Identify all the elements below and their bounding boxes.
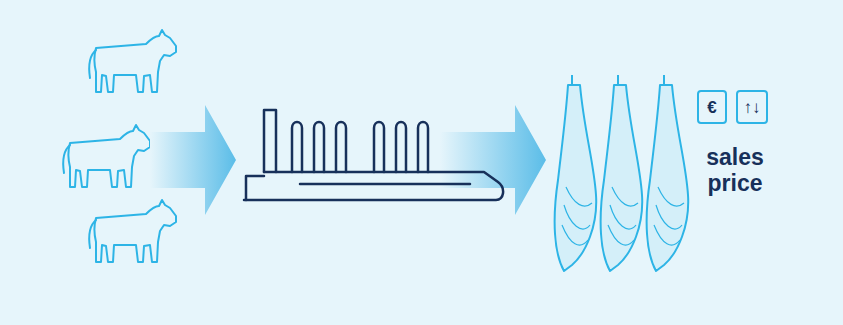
flow-arrow	[440, 105, 546, 215]
carcass-icon	[601, 75, 643, 271]
price-label: sales price	[697, 144, 773, 196]
flow-arrow	[150, 105, 236, 215]
carcass-icon	[647, 75, 689, 271]
cow-icon	[89, 30, 176, 92]
symbol-box: €	[697, 90, 727, 124]
cow-icon	[63, 125, 150, 187]
symbol-text: €	[707, 99, 716, 116]
symbol-box: ↑↓	[736, 90, 768, 124]
symbol-text: ↑↓	[744, 99, 761, 116]
cow-icon	[89, 200, 176, 262]
factory-icon	[244, 110, 503, 200]
carcass-icon	[555, 75, 597, 271]
